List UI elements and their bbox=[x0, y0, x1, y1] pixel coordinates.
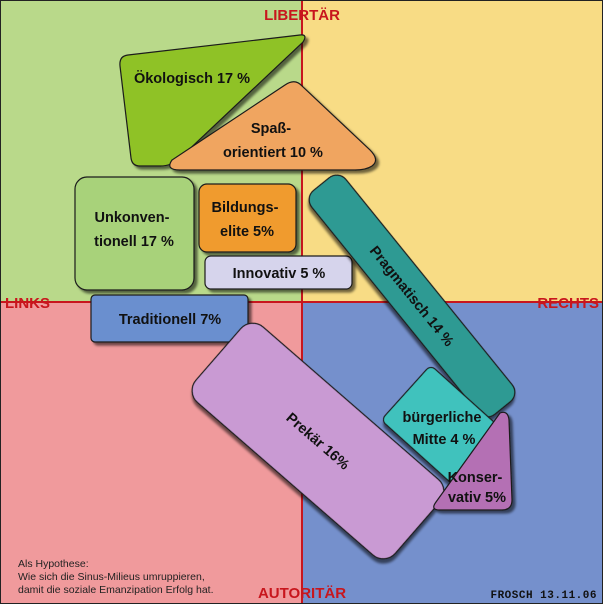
milieu-unkonventionell-line-1: Unkonven- bbox=[95, 210, 170, 226]
milieu-unkonventionell-line-2: tionell 17 % bbox=[94, 234, 174, 250]
milieu-bildungselite-line-2: elite 5% bbox=[220, 224, 274, 240]
milieu-konservativ: Konser- vativ 5% bbox=[433, 411, 513, 511]
milieu-unkonventionell-shape bbox=[74, 176, 195, 291]
milieu-traditionell-line-1: Traditionell 7% bbox=[119, 312, 221, 328]
svg-text:bürgerliche Mitte 4 %: bürgerliche Mitte 4 % bbox=[403, 410, 486, 448]
artist-signature: FROSCH 13.11.06 bbox=[490, 590, 597, 602]
milieu-pragmatisch-shape bbox=[308, 174, 516, 418]
milieu-bildungselite-line-1: Bildungs- bbox=[212, 200, 279, 216]
svg-text:Innovativ 5 %: Innovativ 5 % bbox=[233, 266, 326, 282]
milieu-konservativ-shape bbox=[433, 411, 513, 511]
hypothesis-note: Als Hypothese: Wie sich die Sinus-Milieu… bbox=[18, 558, 214, 596]
milieu-traditionell-shape bbox=[90, 294, 249, 343]
milieu-oekologisch-shape bbox=[119, 34, 306, 167]
milieu-prekaer: Prekär 16% bbox=[191, 322, 445, 560]
milieu-spass-line-1: Spaß- bbox=[251, 121, 291, 137]
milieu-spass-shape bbox=[169, 81, 377, 171]
milieu-oekologisch: Ökologisch 17 % bbox=[119, 34, 306, 167]
svg-text:Spaß- orientiert 10 %: Spaß- orientiert 10 % bbox=[223, 121, 323, 161]
milieu-bildungselite: Bildungs- elite 5% bbox=[198, 183, 297, 253]
milieu-spass-line-2: orientiert 10 % bbox=[223, 145, 323, 161]
note-line-1: Als Hypothese: bbox=[18, 558, 89, 570]
note-line-2: Wie sich die Sinus-Milieus umruppieren, bbox=[18, 571, 205, 583]
milieu-buergerlich-line-1: bürgerliche bbox=[403, 410, 482, 426]
milieu-konservativ-line-1: Konser- bbox=[448, 470, 503, 486]
axis-label-top: LIBERTÄR bbox=[264, 7, 340, 24]
svg-text:Ökologisch 17 %: Ökologisch 17 % bbox=[134, 70, 250, 87]
milieu-prekaer-shape bbox=[191, 322, 445, 560]
svg-text:Traditionell 7%: Traditionell 7% bbox=[119, 312, 221, 328]
milieu-buergerlich-line-2: Mitte 4 % bbox=[413, 432, 476, 448]
svg-text:Unkonven- tionell 17 %: Unkonven- tionell 17 % bbox=[94, 210, 174, 250]
axis-label-bottom: AUTORITÄR bbox=[258, 585, 346, 602]
milieu-innovativ-shape bbox=[204, 255, 353, 290]
svg-text:Bildungs- elite 5%: Bildungs- elite 5% bbox=[212, 200, 283, 240]
milieu-spass: Spaß- orientiert 10 % bbox=[169, 81, 377, 171]
milieu-bildungselite-shape bbox=[198, 183, 297, 253]
milieu-traditionell: Traditionell 7% bbox=[90, 294, 249, 343]
axis-label-right: RECHTS bbox=[537, 295, 599, 312]
milieu-unkonventionell: Unkonven- tionell 17 % bbox=[74, 176, 195, 291]
milieu-oekologisch-line-1: Ökologisch 17 % bbox=[134, 70, 250, 87]
svg-text:Konser- vativ 5%: Konser- vativ 5% bbox=[448, 470, 507, 506]
note-line-3: damit die soziale Emanzipation Erfolg ha… bbox=[18, 584, 214, 596]
milieu-konservativ-line-2: vativ 5% bbox=[448, 490, 506, 506]
milieu-innovativ: Innovativ 5 % bbox=[204, 255, 353, 290]
axis-label-left: LINKS bbox=[5, 295, 50, 312]
milieu-innovativ-line-1: Innovativ 5 % bbox=[233, 266, 326, 282]
